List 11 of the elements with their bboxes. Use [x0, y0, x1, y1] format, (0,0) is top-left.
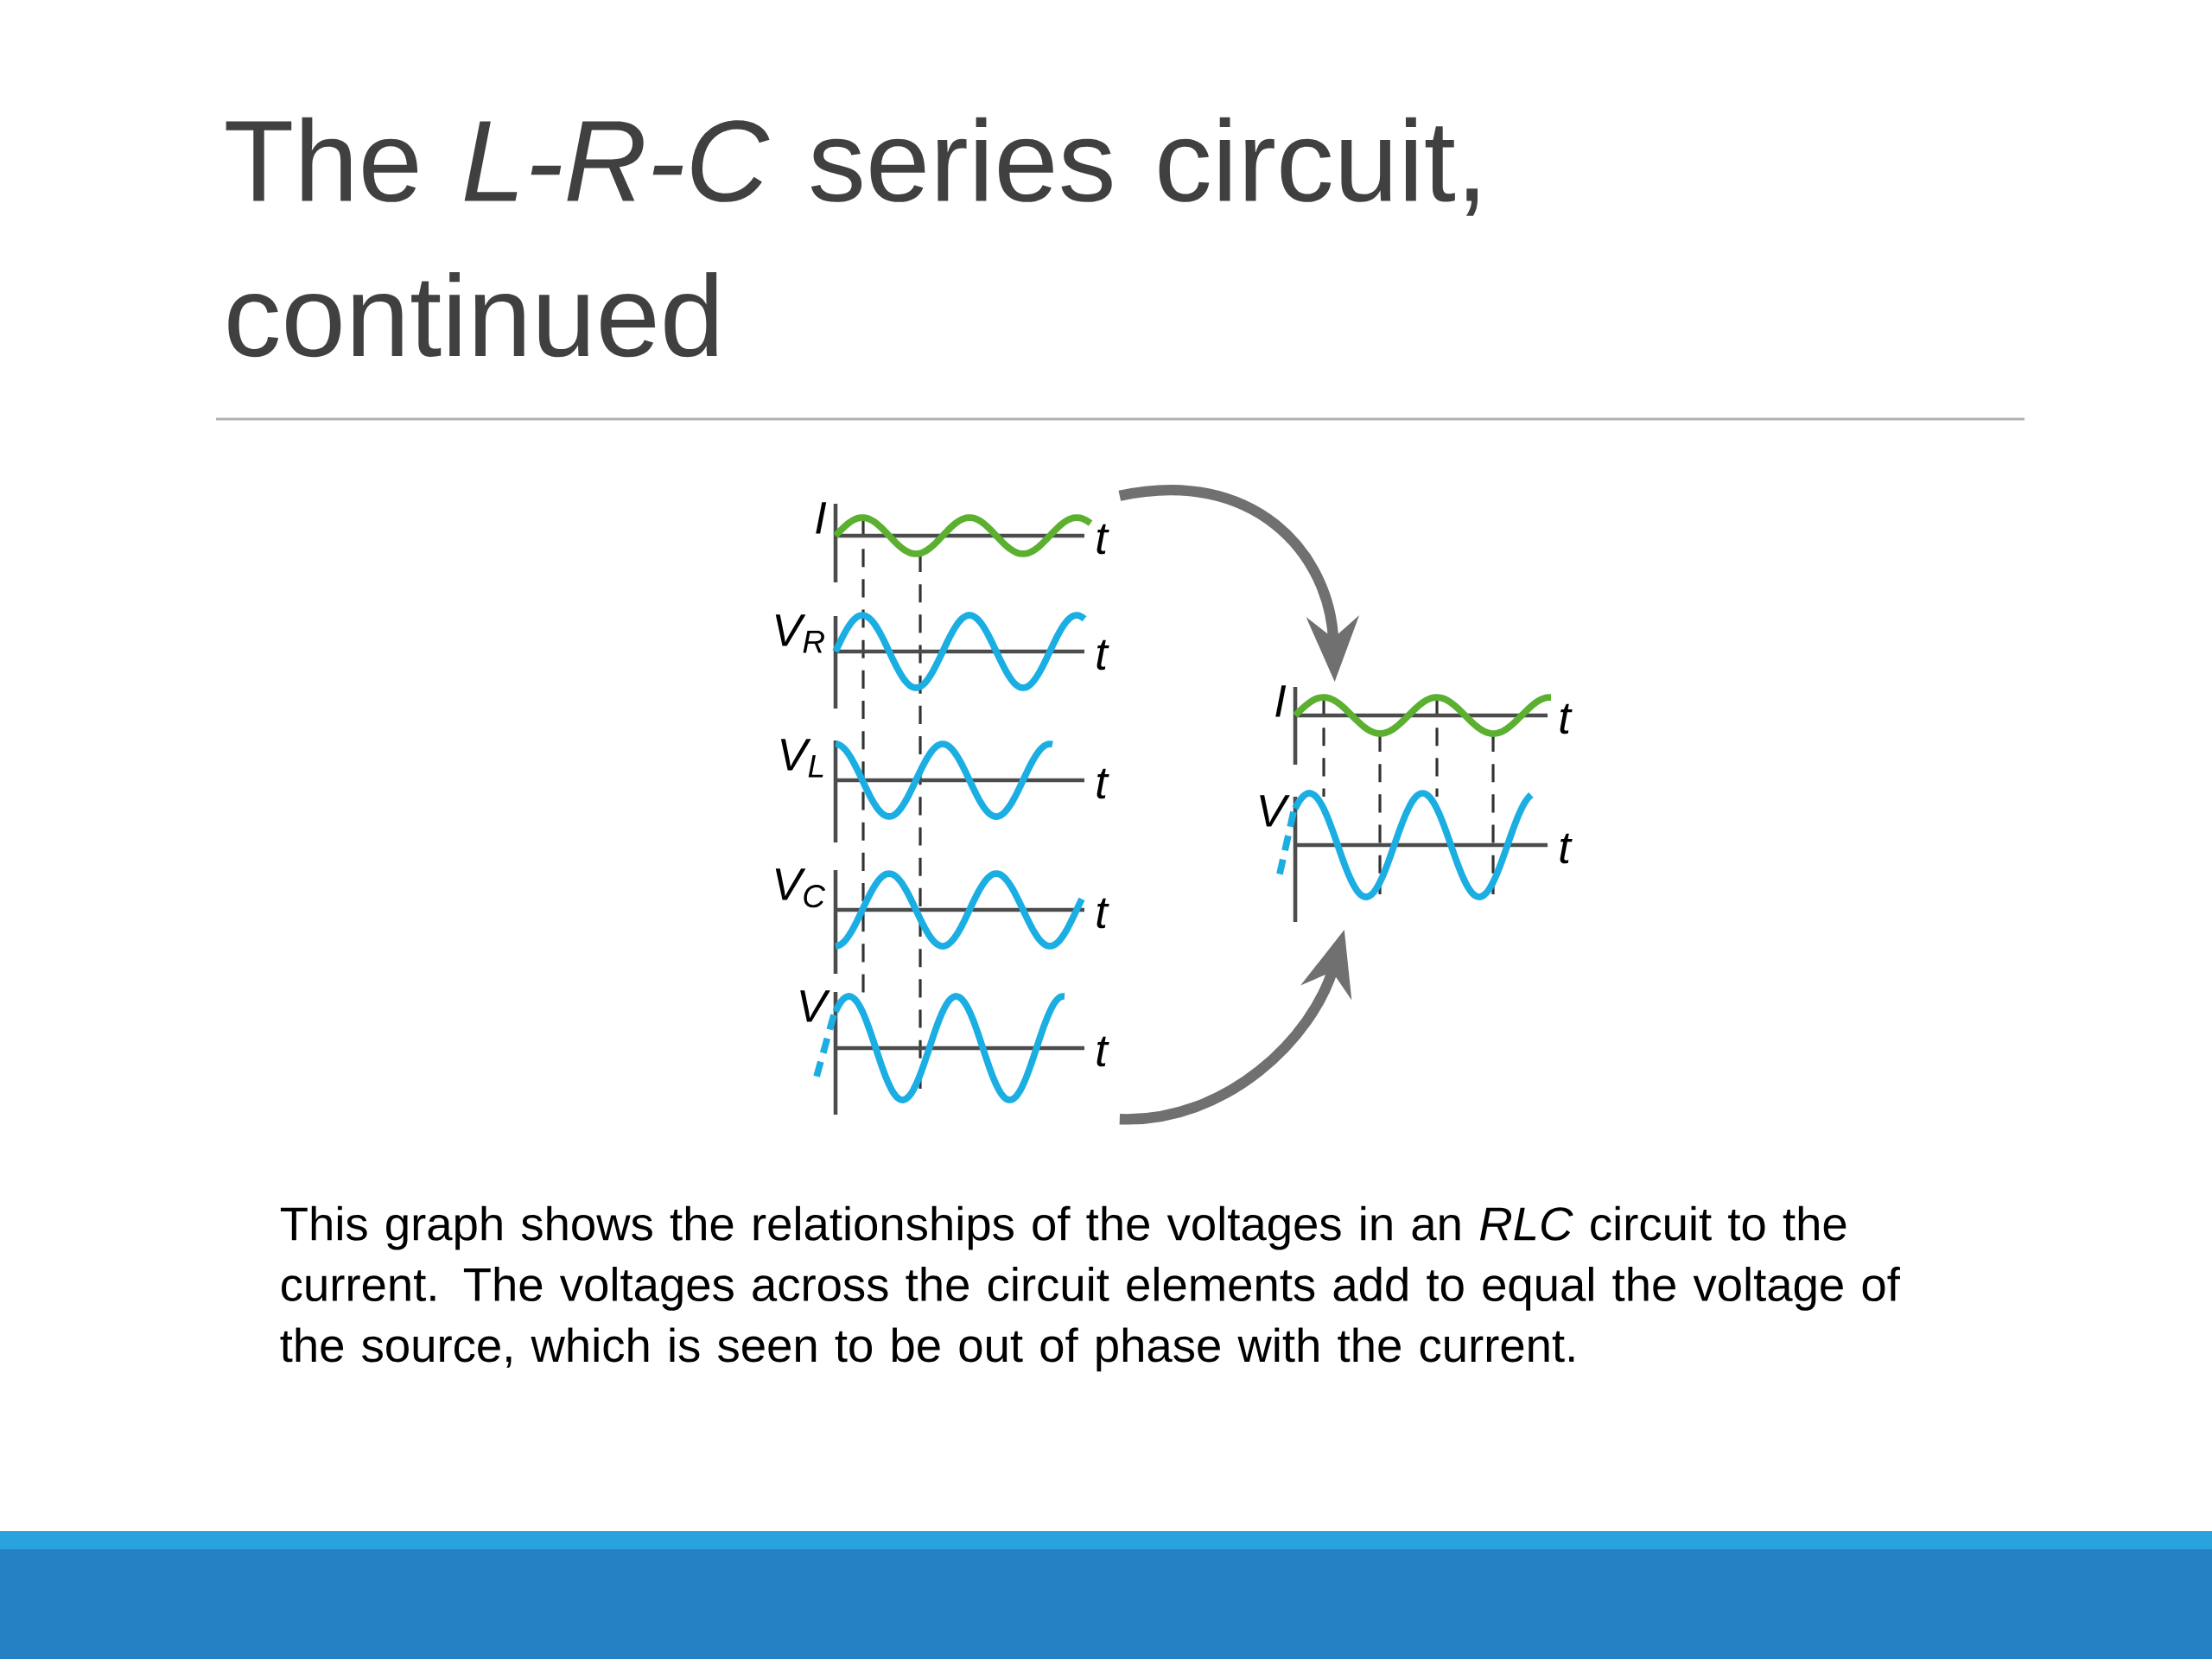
title: The L-R-C series circuit, continued	[226, 117, 1478, 358]
waveform-plot: I t	[1275, 685, 1573, 765]
waveform-plot: V t	[1260, 790, 1573, 922]
waveform-plot: V$_{C}$ t	[775, 868, 1109, 974]
waveform-plot: V t	[800, 990, 1109, 1115]
waveform-plot: V$_{L}$ t	[780, 739, 1109, 842]
waveform-stack-drawing	[775, 502, 1109, 1115]
caption: This graph shows the relationships of the voltages in an RLC circuit to the current. The voltages across the circuit elements add to equal the voltage of the source, which is seen to be out of phase with the current.	[280, 1205, 1900, 1372]
waveform-plot: V$_{R}$ t	[775, 612, 1109, 709]
waveform-stack-drawing	[1260, 685, 1573, 922]
waveform-plot: I t	[816, 502, 1109, 582]
